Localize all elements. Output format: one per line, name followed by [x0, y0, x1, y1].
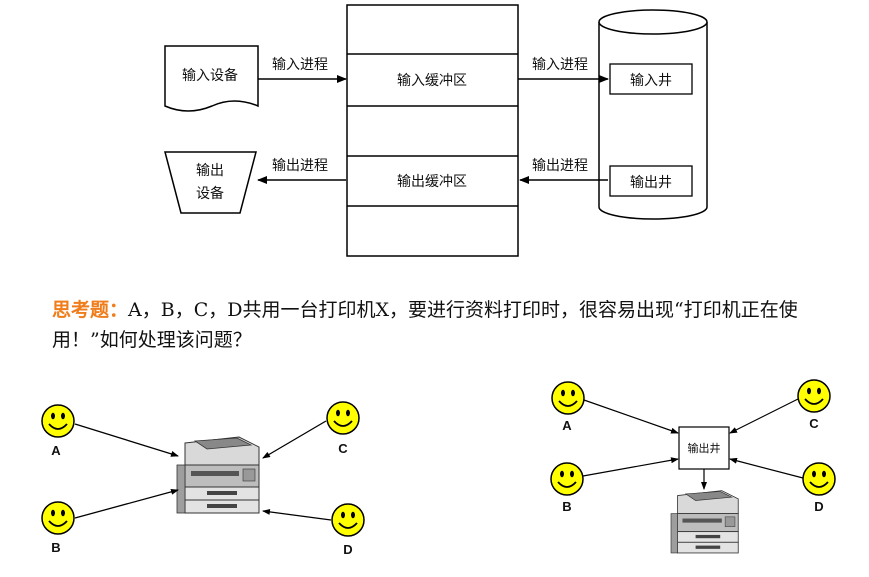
smiley-user-b-right — [550, 462, 584, 496]
input-device: 输入设备 — [164, 45, 259, 112]
printer-left — [176, 436, 260, 514]
smiley-user-a-right — [551, 381, 585, 415]
output-process-left-label: 输出进程 — [272, 158, 328, 174]
smiley-user-a-left — [41, 404, 75, 438]
output-buffer-label: 输出缓冲区 — [397, 174, 467, 190]
user-b-right-label: B — [562, 499, 571, 514]
input-well-label: 输入井 — [630, 73, 672, 89]
user-b-left-label: B — [51, 540, 60, 555]
user-d-right-label: D — [814, 499, 823, 514]
smiley-user-c-left — [326, 401, 360, 435]
arrow-b-to-hub — [582, 457, 679, 477]
user-c-left-label: C — [338, 441, 348, 456]
arrow-a-to-printer — [74, 423, 179, 457]
output-device-label-line1: 输出 — [196, 163, 224, 179]
arrow-a-to-hub — [583, 399, 679, 434]
smiley-user-b-left — [41, 501, 75, 535]
question-body: A，B，C，D共用一台打印机X，要进行资料打印时，很容易出现“打印机正在使用！”… — [52, 299, 798, 351]
right-scenario: 输出井 A B C D — [550, 379, 836, 554]
printer-right — [670, 490, 739, 554]
arrow-c-to-printer — [262, 420, 327, 459]
arrow-d-to-hub — [729, 457, 804, 479]
user-c-right-label: C — [809, 416, 819, 431]
input-process-right-label: 输入进程 — [532, 57, 588, 73]
input-well-box — [609, 63, 693, 95]
buffer-stack: 输入缓冲区 输出缓冲区 — [346, 4, 519, 257]
output-well-hub-label: 输出井 — [688, 441, 721, 455]
disk-cylinder: 输入井 输出井 — [598, 9, 708, 220]
smiley-user-c-right — [797, 379, 831, 413]
input-buffer-label: 输入缓冲区 — [397, 73, 467, 89]
arrow-b-to-printer — [74, 488, 179, 519]
input-process-left-label: 输入进程 — [272, 57, 328, 73]
input-device-label: 输入设备 — [182, 67, 238, 84]
arrow-d-to-printer — [262, 508, 332, 521]
arrow-c-to-hub — [729, 398, 799, 434]
output-device-label-line2: 设备 — [196, 185, 224, 202]
user-d-left-label: D — [343, 542, 352, 557]
smiley-user-d-right — [802, 462, 836, 496]
user-a-left-label: A — [51, 443, 61, 458]
question-text: 思考题：A，B，C，D共用一台打印机X，要进行资料打印时，很容易出现“打印机正在… — [52, 295, 832, 355]
output-well-box — [609, 165, 693, 197]
user-a-right-label: A — [562, 418, 572, 433]
output-well-hub — [678, 426, 730, 470]
smiley-user-d-left — [331, 503, 365, 537]
left-scenario: A B C D — [41, 401, 365, 557]
output-well-label: 输出井 — [630, 175, 672, 191]
output-device: 输出 设备 — [164, 151, 257, 214]
output-process-right-label: 输出进程 — [532, 158, 588, 174]
question-title: 思考题： — [52, 299, 129, 321]
